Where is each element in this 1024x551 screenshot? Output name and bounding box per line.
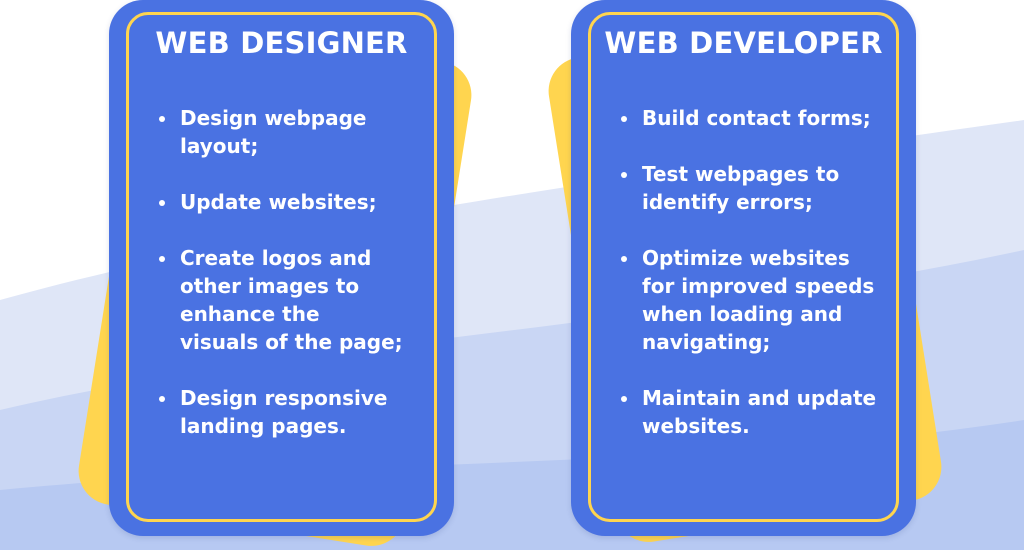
list-item: Design webpage layout; [154,104,404,160]
list-item: Optimize websites for improved speeds wh… [616,244,888,356]
web-developer-card: WEB DEVELOPER Build contact forms; Test … [571,0,916,536]
task-list: Design webpage layout; Update websites; … [154,104,404,468]
list-item: Test webpages to identify errors; [616,160,888,216]
card-border [588,12,899,522]
card-border [126,12,437,522]
task-list: Build contact forms; Test webpages to id… [616,104,888,468]
card-title: WEB DESIGNER [155,26,408,60]
list-item: Create logos and other images to enhance… [154,244,404,356]
list-item: Update websites; [154,188,404,216]
list-item: Design responsive landing pages. [154,384,404,440]
list-item: Build contact forms; [616,104,888,132]
card-title: WEB DEVELOPER [604,26,883,60]
list-item: Maintain and update websites. [616,384,888,440]
web-designer-card: WEB DESIGNER Design webpage layout; Upda… [109,0,454,536]
